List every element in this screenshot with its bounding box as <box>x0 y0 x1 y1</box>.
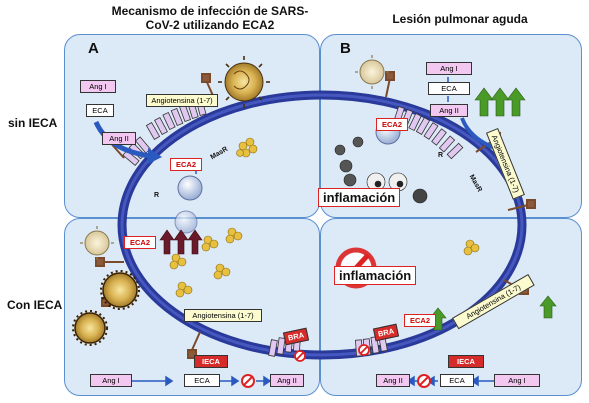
panel-d-inflamacion: inflamación <box>334 266 417 285</box>
panel-d-eca2: ECA2 <box>404 314 436 327</box>
panel-d-eca: ECA <box>440 374 474 387</box>
cell-membrane-inner <box>120 93 524 357</box>
panel-d-ang2: Ang II <box>376 374 410 387</box>
panel-a-ang2: Ang II <box>102 132 136 145</box>
panel-c-ieca: IECA <box>194 355 228 368</box>
panel-c-angiotensina: Angiotensina (1-7) <box>184 309 262 322</box>
inhibit-sign-bra-d <box>358 344 370 356</box>
row-label-sin-ieca: sin IECA <box>8 116 58 130</box>
arrows-c <box>130 375 272 387</box>
panel-a-eca2: ECA2 <box>170 158 202 171</box>
panel-b-eca2: ECA2 <box>376 118 408 131</box>
red-up-arrows <box>159 229 203 255</box>
panel-letter-a: A <box>88 40 99 57</box>
virus-b-small <box>355 55 389 89</box>
virus-c-large-1 <box>100 270 140 310</box>
panel-b-eca: ECA <box>428 82 470 95</box>
angiotensin-clusters <box>169 137 480 298</box>
title-right: Lesión pulmonar aguda <box>392 12 528 26</box>
row-label-con-ieca: Con IECA <box>7 298 63 312</box>
panel-b-r: R <box>438 152 444 159</box>
title-left-line2: CoV-2 utilizando ECA2 <box>145 18 275 32</box>
inhibit-sign-bra-c <box>294 350 306 362</box>
panel-b-inflamacion: inflamación <box>318 188 401 207</box>
panel-c-eca: ECA <box>184 374 220 387</box>
panel-c-ang2: Ang II <box>270 374 304 387</box>
panel-b-ang1: Ang I <box>426 62 472 75</box>
virus-c-large-2 <box>72 310 108 346</box>
panel-c-ang1: Ang I <box>90 374 132 387</box>
panel-c-eca2: ECA2 <box>124 236 156 249</box>
title-left-line1: Mecanismo de infección de SARS- <box>111 4 309 18</box>
inhibit-sign-c <box>241 374 255 388</box>
virus-a-large <box>218 56 270 108</box>
panel-a-r: R <box>154 192 160 199</box>
panel-d-ang1: Ang I <box>494 374 540 387</box>
inhibit-sign-d <box>417 374 431 388</box>
panel-letter-b: B <box>340 40 351 57</box>
panel-a-eca: ECA <box>86 104 114 117</box>
virus-c-small <box>80 226 114 260</box>
panel-a-angiotensina: Angiotensina (1-7) <box>146 94 218 107</box>
title-left: Mecanismo de infección de SARS- CoV-2 ut… <box>95 4 325 32</box>
inflammation-particles <box>334 136 428 204</box>
vesicle-c <box>174 210 198 234</box>
green-up-arrows <box>429 87 557 331</box>
arrows-d <box>406 375 494 387</box>
curved-arrow-a-head <box>148 148 162 164</box>
panel-a-ang1: Ang I <box>80 80 116 93</box>
vesicle-a <box>177 175 203 201</box>
panel-b-ang2: Ang II <box>430 104 468 117</box>
panel-d-ieca: IECA <box>448 355 484 368</box>
